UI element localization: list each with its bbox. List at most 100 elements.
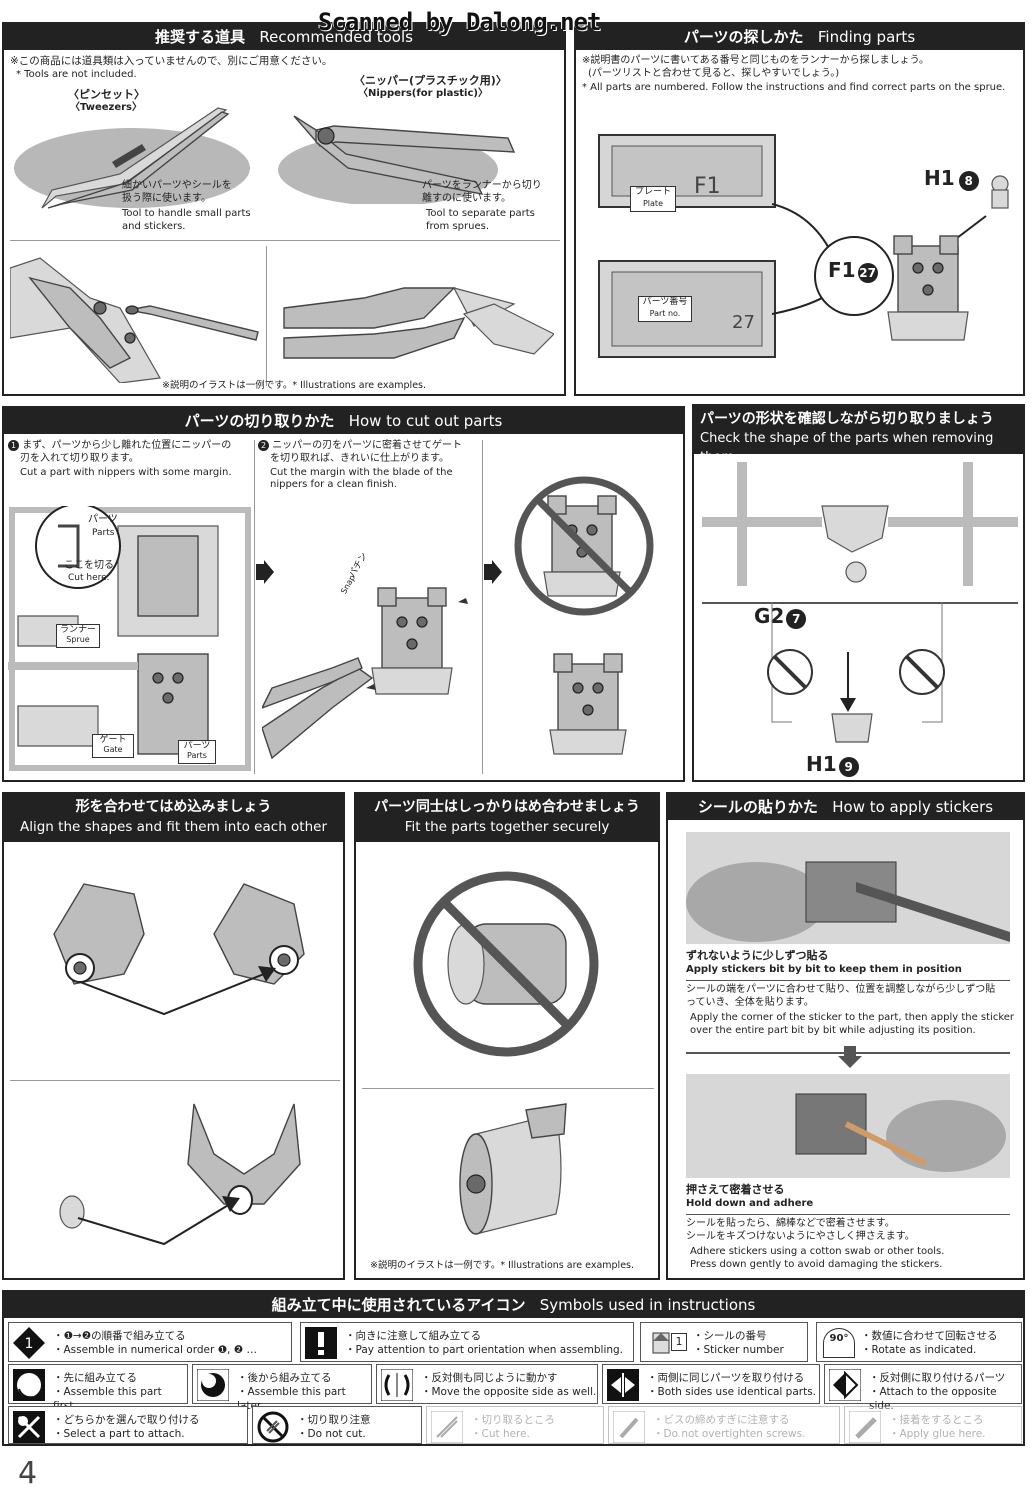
h1-shape-number-badge: 9: [838, 757, 859, 777]
symbol-assemble-first: ・先に組み立てる・Assemble this part first.: [8, 1364, 188, 1412]
sticker-press-photo: [686, 1074, 1010, 1178]
step1-en: Cut a part with nippers with some margin…: [20, 467, 232, 478]
symbol-sticker-number-en: ・Sticker number: [693, 1344, 784, 1356]
step1-badge: 1: [8, 440, 19, 451]
symbol-assemble-later: ・後から組み立てる・Assemble this part later.: [192, 1364, 372, 1412]
tweezers-desc-jp1: 細かいパーツやシールを: [122, 180, 232, 191]
partno-label-jp: パーツ番号: [642, 297, 688, 307]
f1-number-badge: 27: [857, 263, 878, 283]
symbols-header: 組み立て中に使用されているアイコン Symbols used in instru…: [4, 1292, 1023, 1318]
tweezers-label-en: 〈Tweezers〉: [70, 102, 143, 113]
tools-header: 推奨する道具 Recommended tools: [4, 24, 564, 50]
tweezers-desc-jp2: 扱う際に使います。: [122, 193, 211, 204]
glue-icon: [849, 1411, 881, 1443]
s2-en1: Adhere stickers using a cotton swab or o…: [690, 1246, 945, 1257]
symbol-glue-en: ・Apply glue here.: [889, 1428, 986, 1440]
symbol-move-opposite-jp: ・反対側も同じように動かす: [421, 1372, 558, 1384]
move-opposite-icon: [381, 1369, 413, 1401]
symbol-do-not-cut-jp: ・切り取り注意: [297, 1414, 371, 1426]
svg-text:1: 1: [25, 1336, 34, 1352]
symbols-panel: 組み立て中に使用されているアイコン Symbols used in instru…: [2, 1290, 1025, 1446]
nippers-desc-en1: Tool to separate parts: [426, 208, 535, 219]
shape-detail-illustration: [767, 602, 945, 743]
s1-en1: Apply the corner of the sticker to the p…: [690, 1012, 1015, 1023]
stickers-panel: シールの貼りかた How to apply stickers ずれないように少し…: [666, 792, 1025, 1280]
fit-panel: パーツ同士はしっかりはめ合わせましょう Fit the parts togeth…: [354, 792, 660, 1280]
s2-jp1: シールを貼ったら、綿棒などで密着させます。: [686, 1218, 895, 1229]
align-title-en: Align the shapes and fit them into each …: [20, 819, 327, 835]
symbol-assemble-first-jp: ・先に組み立てる: [53, 1372, 137, 1384]
symbol-glue-jp: ・接着をするところ: [889, 1414, 984, 1426]
symbol-rotate-jp: ・数値に合わせて回転させる: [861, 1330, 998, 1342]
do-not-cut-icon: [257, 1411, 289, 1443]
symbol-do-not-cut-en: ・Do not cut.: [297, 1428, 366, 1440]
shape-panel: パーツの形状を確認しながら切り取りましょう Check the shape of…: [692, 404, 1025, 782]
tweezers-illustration: [14, 107, 250, 209]
symbol-identical-parts-en: ・Both sides use identical parts.: [647, 1386, 817, 1398]
plate-tag: プレート Plate: [630, 186, 676, 212]
select-part-icon: [13, 1411, 45, 1443]
align-header: 形を合わせてはめ込みましょう Align the shapes and fit …: [4, 794, 343, 842]
cutting-header: パーツの切り取りかた How to cut out parts: [4, 408, 683, 434]
s1-head-en: Apply stickers bit by bit to keep them i…: [686, 964, 962, 975]
fit-header: パーツ同士はしっかりはめ合わせましょう Fit the parts togeth…: [356, 794, 658, 842]
step2-badge: 2: [258, 440, 269, 451]
symbol-opposite-side-jp: ・反対側に取り付けるパーツ: [869, 1372, 1006, 1384]
step2-en1: Cut the margin with the blade of the: [270, 467, 453, 478]
sticker-number-icon: [652, 1332, 670, 1354]
s2-en2: Press down gently to avoid damaging the …: [690, 1259, 943, 1270]
partno-value: 27: [732, 312, 755, 333]
h1-number-badge: 8: [958, 171, 979, 191]
symbol-select-part: ・どちらかを選んで取り付ける・Select a part to attach.: [8, 1406, 248, 1444]
symbol-identical-parts: ・両側に同じパーツを取り付ける・Both sides use identical…: [602, 1364, 820, 1404]
tools-example-note: ※説明のイラストは一例です。* Illustrations are exampl…: [162, 380, 427, 391]
shape-title-jp: パーツの形状を確認しながら切り取りましょう: [700, 411, 994, 427]
s1-head-jp: ずれないように少しずつ貼る: [686, 949, 829, 962]
finding-header: パーツの探しかた Finding parts: [576, 24, 1023, 50]
finding-note-jp1: ※説明書のパーツに書いてある番号と同じものをランナーから探しましょう。: [582, 55, 929, 66]
shape-title-en: Check the shape of the parts when removi…: [700, 431, 994, 465]
nippers-usage-illustration: [283, 287, 554, 359]
shape-header: パーツの形状を確認しながら切り取りましょう Check the shape of…: [694, 406, 1023, 465]
stickers-title-jp: シールの貼りかた: [697, 798, 818, 816]
numerical-order-icon: 1: [13, 1327, 45, 1359]
nippers-desc-jp2: 離すのに使います。: [422, 193, 511, 204]
parts-label-en: Parts: [92, 528, 115, 538]
step-arrow-1: [256, 560, 274, 584]
align-bracket-illustration: [59, 1103, 301, 1246]
s2-head-en: Hold down and adhere: [686, 1198, 814, 1209]
sprue-plate-illustration: [598, 134, 776, 208]
s1-jp2: っていき、全体を貼ります。: [686, 997, 814, 1008]
partno-tag: パーツ番号 Part no.: [638, 296, 692, 322]
opposite-side-icon: [829, 1369, 861, 1401]
fit-correct-illustration: [459, 1103, 567, 1235]
symbol-sticker-number: 1 ・シールの番号・Sticker number: [640, 1322, 808, 1362]
cutting-panel: パーツの切り取りかた How to cut out parts 1 まず、パーツ…: [2, 406, 685, 782]
cutting-title-jp: パーツの切り取りかた: [184, 412, 335, 430]
tweezers-usage-illustration: [10, 257, 259, 383]
cut-here-icon: [431, 1411, 463, 1443]
step-arrow-2: [484, 560, 502, 584]
stickers-title-en: How to apply stickers: [832, 798, 994, 816]
symbols-title-jp: 組み立て中に使用されているアイコン: [271, 1296, 526, 1314]
parts-label-jp: パーツ: [88, 514, 118, 525]
f1-callout: [814, 236, 894, 316]
sticker-step-arrow: [838, 1046, 862, 1068]
partno-label-en: Part no.: [649, 309, 681, 318]
plate-code: F1: [694, 174, 721, 199]
tools-note-jp: ※この商品には道具類は入っていませんので、別にご用意ください。: [10, 55, 333, 67]
finding-title-jp: パーツの探しかた: [683, 28, 804, 46]
step2-jp1: ニッパーの刃をパーツに密着させてゲート: [272, 440, 462, 451]
symbol-cut-here-en: ・Cut here.: [471, 1428, 530, 1440]
step2-jp2: を切り取れば、きれいに仕上がります。: [270, 453, 449, 464]
finding-panel: パーツの探しかた Finding parts ※説明書のパーツに書いてある番号と…: [574, 22, 1025, 396]
s2-jp2: シールをキズつけないようにやさしく押さえます。: [686, 1231, 915, 1242]
symbol-sticker-number-jp: ・シールの番号: [693, 1330, 767, 1342]
finding-part-illustration: [887, 175, 1009, 341]
